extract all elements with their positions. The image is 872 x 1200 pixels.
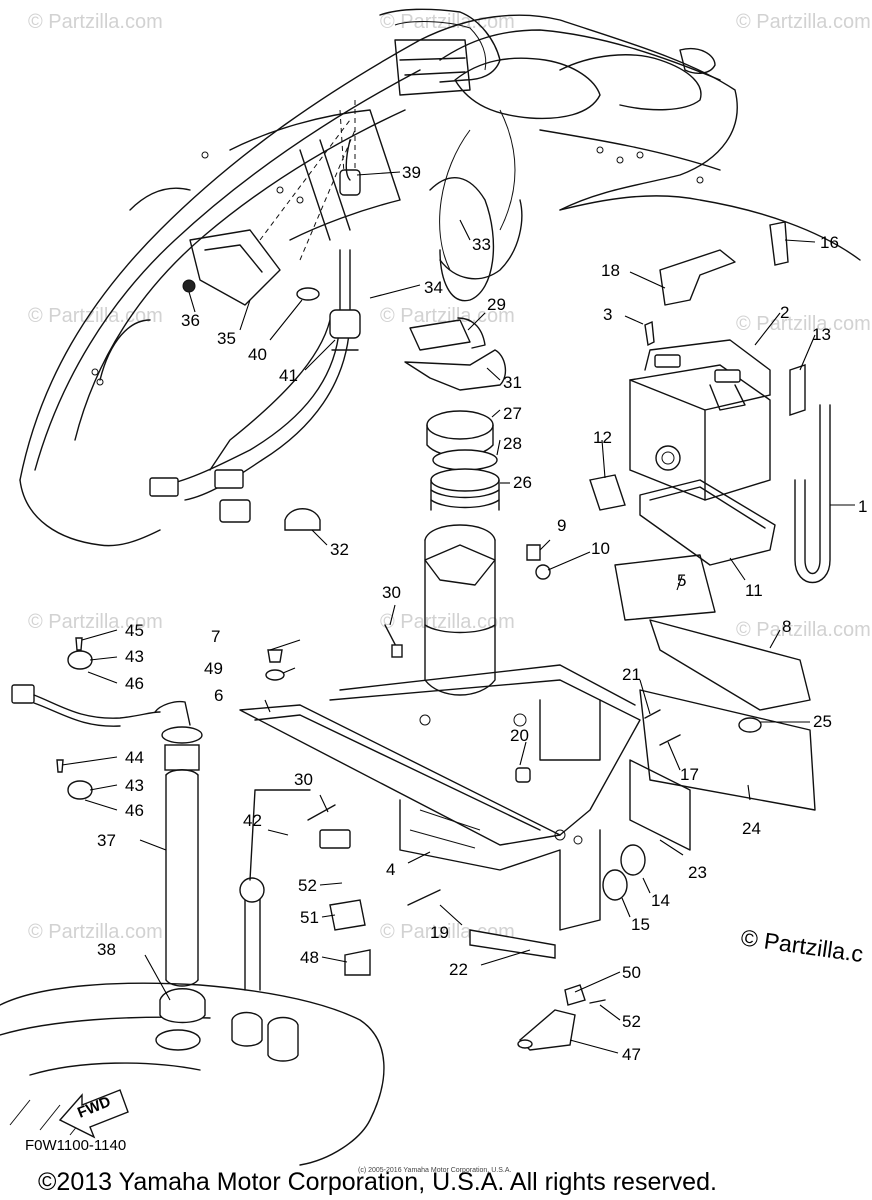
watermark: © Partzilla.com — [380, 305, 515, 327]
callout-10: 10 — [591, 539, 610, 558]
copyright-small: (c) 2005-2016 Yamaha Motor Corporation, … — [358, 1167, 511, 1174]
copyright-notice: ©2013 Yamaha Motor Corporation, U.S.A. A… — [38, 1168, 717, 1196]
watermark: © Partzilla.com — [28, 921, 163, 943]
callout-5: 5 — [677, 571, 686, 590]
hull-deck-outline — [19, 8, 861, 547]
callout-18: 18 — [601, 261, 620, 280]
callout-52-left: 52 — [298, 876, 317, 895]
callout-35: 35 — [217, 329, 236, 348]
watermarks: © Partzilla.com © Partzilla.com © Partzi… — [28, 11, 871, 943]
callout-25: 25 — [813, 712, 832, 731]
callout-labels: 16 18 3 2 13 1 12 11 9 10 5 8 25 21 17 2… — [97, 163, 867, 1064]
fuel-sender — [11, 684, 371, 991]
callout-4: 4 — [386, 860, 395, 879]
callout-46-upper: 46 — [125, 674, 144, 693]
grommets — [602, 717, 762, 901]
watermark: © Partzilla.com — [736, 313, 871, 335]
callout-23: 23 — [688, 863, 707, 882]
callout-2: 2 — [780, 303, 789, 322]
callout-37: 37 — [97, 831, 116, 850]
watermark: © Partzilla.com — [28, 611, 163, 633]
callout-6: 6 — [214, 686, 223, 705]
callout-9: 9 — [557, 516, 566, 535]
callout-47: 47 — [622, 1045, 641, 1064]
callout-22: 22 — [449, 960, 468, 979]
callout-42: 42 — [243, 811, 262, 830]
callout-52-right: 52 — [622, 1012, 641, 1031]
callout-28: 28 — [503, 434, 522, 453]
battery-tray — [589, 364, 806, 566]
callout-49: 49 — [204, 659, 223, 678]
callout-24: 24 — [742, 819, 761, 838]
callout-30-lower: 30 — [294, 770, 313, 789]
callout-12: 12 — [593, 428, 612, 447]
callout-50: 50 — [622, 963, 641, 982]
filler-neck — [424, 410, 500, 696]
hose-clamps — [56, 637, 93, 800]
callout-29: 29 — [487, 295, 506, 314]
watermark: © Partzilla.com — [380, 11, 515, 33]
clamp-32 — [284, 508, 321, 531]
watermark: © Partzilla.com — [736, 11, 871, 33]
wiring-harness — [149, 229, 361, 523]
callout-21: 21 — [622, 665, 641, 684]
callout-32: 32 — [330, 540, 349, 559]
watermark: © Partzilla.com — [28, 305, 163, 327]
callout-27: 27 — [503, 404, 522, 423]
callout-39: 39 — [402, 163, 421, 182]
fasteners — [265, 544, 681, 906]
leader-lines — [61, 171, 855, 1054]
callout-41: 41 — [279, 366, 298, 385]
holder-brackets — [404, 317, 507, 391]
callout-14: 14 — [651, 891, 670, 910]
fwd-arrow-icon: FWD — [58, 1089, 129, 1139]
callout-26: 26 — [513, 473, 532, 492]
meter-assembly — [259, 39, 471, 261]
watermark: © Partzilla.com — [380, 611, 515, 633]
callout-38: 38 — [97, 940, 116, 959]
callout-8: 8 — [782, 617, 791, 636]
callout-19: 19 — [430, 923, 449, 942]
callout-11: 11 — [745, 581, 763, 600]
callout-43-upper: 43 — [125, 647, 144, 666]
callout-20: 20 — [510, 726, 529, 745]
callout-45: 45 — [125, 621, 144, 640]
battery — [629, 320, 771, 501]
callout-16: 16 — [820, 233, 839, 252]
callout-31: 31 — [503, 373, 522, 392]
bottom-bracket — [469, 929, 606, 1051]
watermark-prominent: © Partzilla.c — [739, 924, 864, 967]
callout-51: 51 — [300, 908, 319, 927]
electrical-bracket — [239, 554, 816, 931]
callout-15: 15 — [631, 915, 650, 934]
callout-36: 36 — [181, 311, 200, 330]
watermark: © Partzilla.com — [28, 11, 163, 33]
vent-hose — [794, 404, 831, 584]
callout-34: 34 — [424, 278, 443, 297]
callout-44: 44 — [125, 748, 144, 767]
callout-40: 40 — [248, 345, 267, 364]
watermark: © Partzilla.com — [736, 619, 871, 641]
callout-7: 7 — [211, 627, 220, 646]
callout-46-lower: 46 — [125, 801, 144, 820]
callout-30-upper: 30 — [382, 583, 401, 602]
callout-3: 3 — [603, 305, 612, 324]
callout-13: 13 — [812, 325, 831, 344]
callout-33: 33 — [472, 235, 491, 254]
callout-48: 48 — [300, 948, 319, 967]
callout-43-lower: 43 — [125, 776, 144, 795]
battery-hold-brackets — [659, 221, 789, 306]
diagram-code: F0W1100-1140 — [25, 1137, 126, 1154]
callout-1: 1 — [858, 497, 867, 516]
callout-17: 17 — [680, 765, 699, 784]
